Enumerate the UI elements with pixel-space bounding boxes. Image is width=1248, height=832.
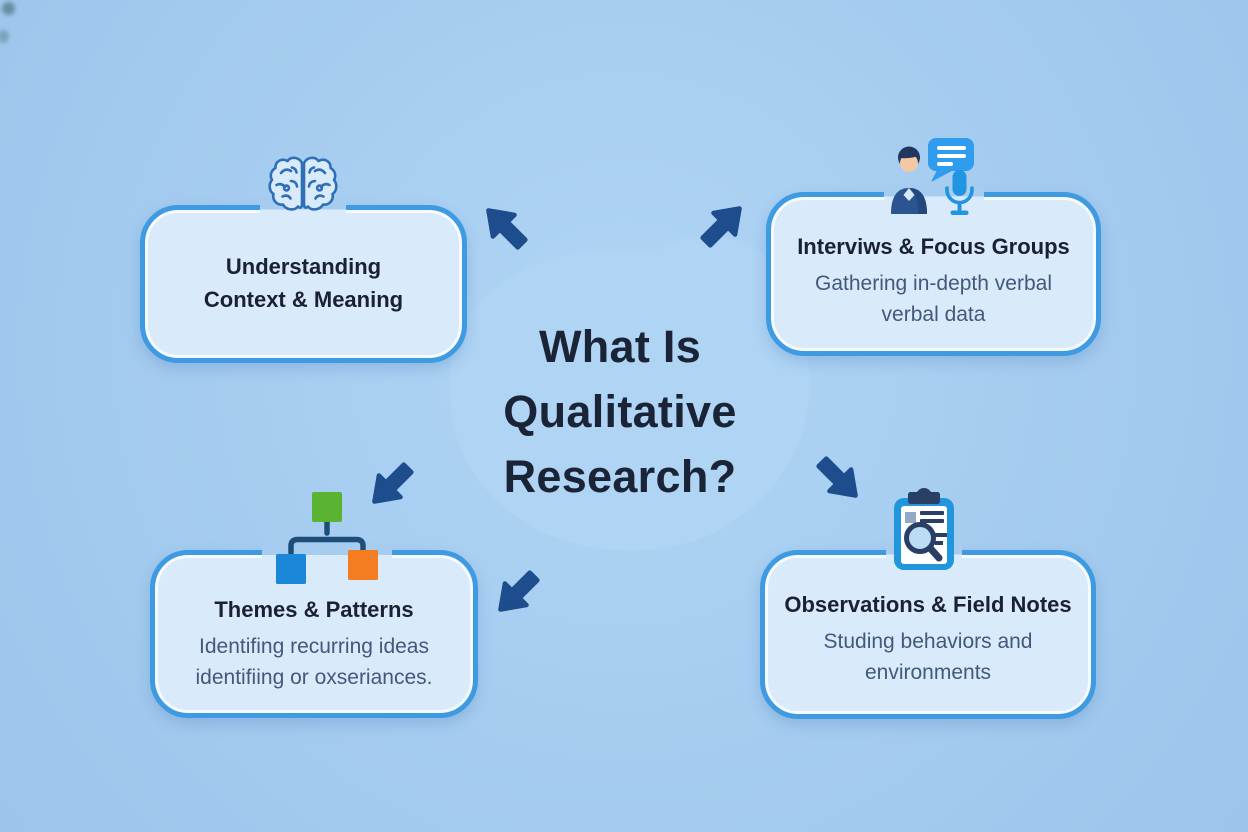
- blue-node: [276, 554, 306, 584]
- card-body: Gathering in-depth verbal verbal data: [771, 268, 1096, 330]
- person-icon: [891, 146, 927, 214]
- card-heading: Interviws & Focus Groups: [771, 230, 1096, 263]
- green-node: [312, 492, 342, 522]
- page-title-line: Research?: [503, 451, 737, 502]
- card-understanding-context: Understanding Context & Meaning: [140, 205, 467, 363]
- card-body-line: Studing behaviors and: [823, 630, 1033, 653]
- card-body-line: identifiing or oxseriances.: [195, 666, 433, 689]
- card-heading: Themes & Patterns: [155, 593, 473, 626]
- card-themes-patterns: Themes & Patterns Identifing recurring i…: [150, 550, 478, 718]
- corner-speck: [2, 2, 15, 15]
- microphone-icon: [945, 170, 974, 215]
- card-heading-line: Context & Meaning: [203, 287, 404, 312]
- card-body-line: verbal data: [881, 303, 986, 326]
- card-heading: Observations & Field Notes: [765, 588, 1091, 621]
- card-body-line: Identifing recurring ideas: [199, 635, 429, 658]
- card-heading-line: Interviws & Focus Groups: [797, 234, 1070, 259]
- hierarchy-icon: [276, 492, 378, 584]
- card-body-line: Gathering in-depth verbal: [815, 272, 1052, 295]
- corner-speck: [0, 30, 9, 43]
- card-interviews-focus-groups: Interviws & Focus Groups Gathering in-de…: [766, 192, 1101, 356]
- card-heading-line: Observations & Field Notes: [784, 592, 1072, 617]
- arrow-to-bottom-right-icon: [816, 456, 858, 498]
- arrow-to-top-right-icon: [700, 206, 742, 248]
- card-heading-line: Understanding: [225, 254, 382, 279]
- speech-bubble-icon: [928, 138, 974, 182]
- orange-node: [348, 550, 378, 580]
- arrow-to-top-left-icon: [486, 208, 528, 250]
- card-heading: Understanding Context & Meaning: [145, 250, 462, 316]
- card-body: Identifing recurring ideas identifiing o…: [155, 631, 473, 693]
- brain-icon: [268, 156, 338, 211]
- card-heading-line: Themes & Patterns: [214, 597, 414, 622]
- page-title-line: What Is: [538, 321, 702, 372]
- clipboard-magnifier-icon: [894, 488, 954, 570]
- card-body: Studing behaviors and environments: [765, 626, 1091, 688]
- center-blob: [450, 236, 810, 550]
- magnifier-lens: [904, 522, 936, 554]
- card-observations-field-notes: Observations & Field Notes Studing behav…: [760, 550, 1096, 719]
- arrow-to-bottom-left-2-icon: [498, 570, 540, 612]
- arrow-to-bottom-left-icon: [372, 462, 414, 504]
- page-title-line: Qualitative: [503, 386, 737, 437]
- person-speech-mic-icon: [891, 138, 974, 215]
- page-title: What Is Qualitative Research?: [448, 314, 792, 509]
- card-body-line: environments: [864, 661, 992, 684]
